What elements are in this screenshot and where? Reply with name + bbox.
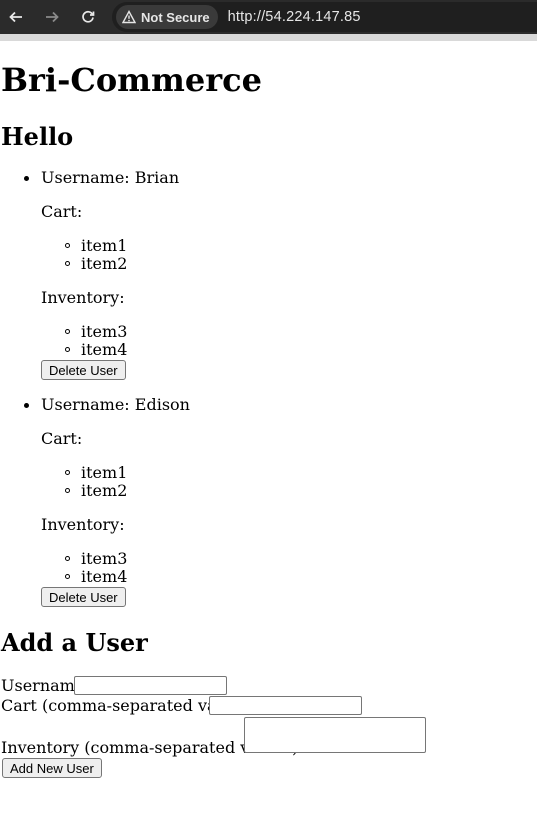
security-indicator[interactable]: Not Secure (116, 5, 218, 29)
page-title: Bri-Commerce (1, 61, 262, 99)
list-bullet (24, 403, 29, 408)
browser-toolbar: Not Secure http://54.224.147.85 (0, 0, 537, 34)
cart-field-label: Cart (comma-separated values): (1, 696, 262, 715)
list-bullet (65, 556, 70, 561)
cart-label: Cart: (41, 202, 83, 221)
inventory-item: item3 (81, 322, 128, 341)
username-input[interactable] (74, 676, 227, 695)
inventory-textarea[interactable] (244, 717, 426, 753)
inventory-label: Inventory: (41, 515, 125, 534)
cart-label: Cart: (41, 429, 83, 448)
cart-item: item1 (81, 463, 128, 482)
greeting-heading: Hello (1, 122, 74, 151)
username-label: Username: Edison (41, 395, 190, 414)
url-text[interactable]: http://54.224.147.85 (227, 9, 361, 25)
list-bullet (24, 176, 29, 181)
cart-item: item2 (81, 254, 128, 273)
inventory-item: item4 (81, 567, 128, 586)
username-field-label: Username: (1, 676, 90, 695)
list-bullet (65, 470, 70, 475)
address-bar[interactable]: Not Secure http://54.224.147.85 (112, 2, 537, 32)
inventory-item: item3 (81, 549, 128, 568)
forward-arrow-icon[interactable] (40, 0, 64, 34)
list-bullet (65, 574, 70, 579)
back-arrow-icon[interactable] (4, 0, 28, 34)
cart-item: item2 (81, 481, 128, 500)
toolbar-divider (0, 34, 537, 41)
list-bullet (65, 488, 70, 493)
list-bullet (65, 329, 70, 334)
add-user-heading: Add a User (1, 628, 148, 657)
list-bullet (65, 243, 70, 248)
cart-input[interactable] (209, 696, 362, 715)
reload-icon[interactable] (76, 0, 100, 34)
username-label: Username: Brian (41, 168, 180, 187)
list-bullet (65, 347, 70, 352)
inventory-field-label: Inventory (comma-separated values): (1, 738, 304, 757)
security-label: Not Secure (141, 9, 210, 25)
inventory-item: item4 (81, 340, 128, 359)
inventory-label: Inventory: (41, 288, 125, 307)
add-new-user-button[interactable]: Add New User (2, 758, 102, 778)
warning-icon (122, 10, 136, 24)
cart-item: item1 (81, 236, 128, 255)
list-bullet (65, 261, 70, 266)
delete-user-button[interactable]: Delete User (41, 587, 126, 607)
delete-user-button[interactable]: Delete User (41, 360, 126, 380)
